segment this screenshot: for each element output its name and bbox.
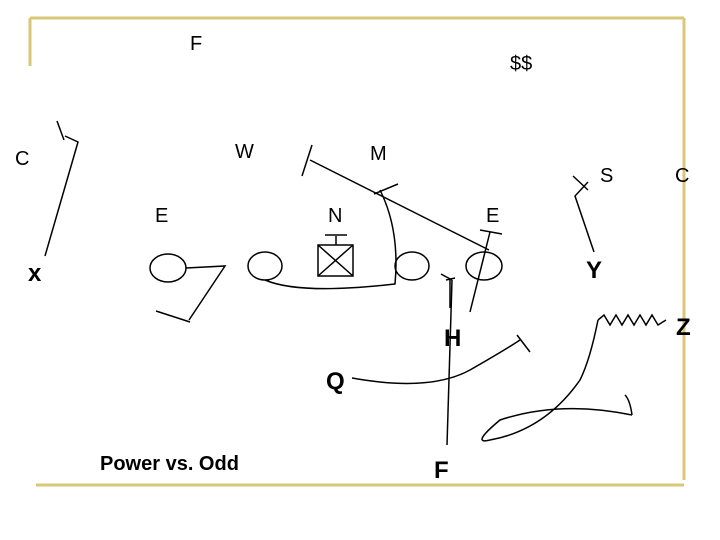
slide-frame	[28, 16, 686, 487]
lt-block	[185, 265, 227, 321]
tackle-to-end	[469, 231, 491, 313]
z-motion	[597, 313, 667, 327]
z-route-end	[624, 394, 633, 416]
lg-pull-cap	[373, 183, 399, 195]
fullback: F	[434, 457, 449, 484]
left-end: E	[155, 205, 168, 227]
lt-block-cap	[155, 310, 191, 323]
rt-to-mike-cap	[301, 144, 313, 177]
quarterback: Q	[326, 368, 345, 395]
right-tackle	[465, 251, 503, 281]
x-route	[44, 135, 79, 257]
x-route-stem	[56, 120, 65, 141]
right-guard	[394, 251, 430, 281]
offense-labels: x Y Z H Q F	[28, 257, 691, 484]
play-title: Power vs. Odd	[100, 453, 239, 475]
will-linebacker: W	[235, 141, 254, 163]
offensive-line	[149, 244, 503, 283]
tackle-to-end-cap	[479, 229, 503, 235]
center-x-b	[317, 244, 354, 277]
f-path-cap	[440, 273, 453, 281]
assignment-lines	[44, 120, 667, 446]
right-corner: C	[675, 165, 689, 187]
right-end: E	[486, 205, 499, 227]
q-path-cap	[516, 334, 531, 353]
rt-to-mike	[309, 159, 490, 251]
defense-labels: F $$ W M C C S E N E	[15, 33, 689, 227]
z-receiver: Z	[676, 314, 691, 341]
q-path	[351, 339, 521, 385]
strong-safety: $$	[510, 53, 532, 75]
y-route-cap	[572, 175, 589, 191]
nose-tackle: N	[328, 205, 342, 227]
left-guard	[247, 251, 283, 281]
z-route	[481, 319, 633, 442]
y-tight-end: Y	[586, 257, 602, 284]
free-safety: F	[190, 33, 202, 55]
h-back: H	[444, 325, 461, 352]
mike-linebacker: M	[370, 143, 387, 165]
y-route	[574, 181, 595, 253]
lg-pull	[264, 189, 397, 290]
f-path	[446, 279, 453, 446]
left-corner: C	[15, 148, 29, 170]
sam-linebacker: S	[600, 165, 613, 187]
x-receiver: x	[28, 260, 42, 287]
left-tackle	[149, 253, 187, 283]
